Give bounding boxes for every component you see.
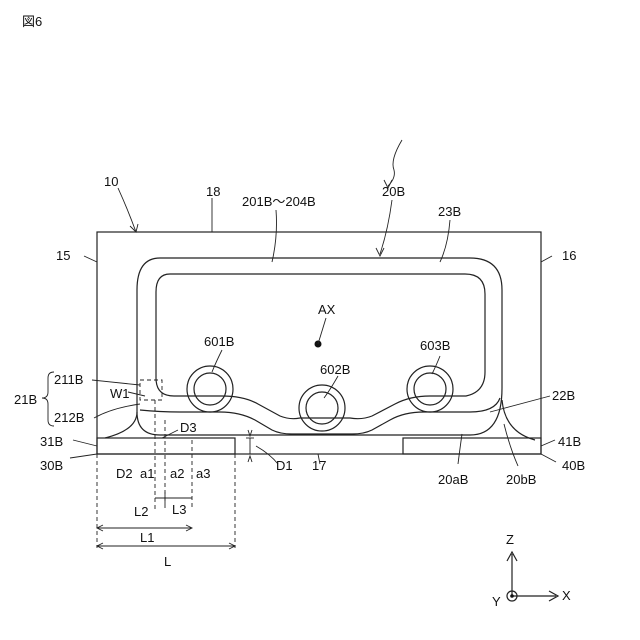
label-a3: a3: [196, 466, 210, 481]
label-602b: 602B: [320, 362, 350, 377]
coordinate-axes: [507, 552, 558, 601]
hole-602b: [299, 385, 345, 431]
label-30b: 30B: [40, 458, 63, 473]
hole-601b: [187, 366, 233, 412]
label-w1: W1: [110, 386, 130, 401]
label-d1: D1: [276, 458, 293, 473]
label-603b: 603B: [420, 338, 450, 353]
label-l3: L3: [172, 502, 186, 517]
label-10: 10: [104, 174, 118, 189]
label-ax: AX: [318, 302, 336, 317]
label-201b-204b: 201B～204B: [242, 194, 316, 209]
label-40b: 40B: [562, 458, 585, 473]
axis-leader: [318, 318, 326, 344]
label-a2: a2: [170, 466, 184, 481]
label-d3: D3: [180, 420, 197, 435]
label-212b: 212B: [54, 410, 84, 425]
label-a1: a1: [140, 466, 154, 481]
label-l: L: [164, 554, 171, 569]
label-31b: 31B: [40, 434, 63, 449]
label-41b: 41B: [558, 434, 581, 449]
right-plate-41b: [403, 438, 541, 454]
figure-label: 図6: [22, 14, 42, 29]
hole-603b: [407, 366, 453, 412]
label-22b: 22B: [552, 388, 575, 403]
label-23b: 23B: [438, 204, 461, 219]
label-601b: 601B: [204, 334, 234, 349]
left-foot: [105, 412, 137, 438]
axis-z-label: Z: [506, 532, 514, 547]
left-plate-31b: [97, 438, 235, 454]
label-21b: 21B: [14, 392, 37, 407]
label-l2: L2: [134, 504, 148, 519]
label-d2: D2: [116, 466, 133, 481]
label-17: 17: [312, 458, 326, 473]
leader-lines: [70, 140, 556, 466]
label-l1: L1: [140, 530, 154, 545]
label-18: 18: [206, 184, 220, 199]
axis-x-label: X: [562, 588, 571, 603]
brace-21b: [42, 372, 54, 426]
label-211b: 211B: [54, 372, 83, 387]
label-20b: 20B: [382, 184, 405, 199]
axis-y-label: Y: [492, 594, 501, 609]
label-20ab: 20aB: [438, 472, 468, 487]
label-15: 15: [56, 248, 70, 263]
label-20bb: 20bB: [506, 472, 536, 487]
label-16: 16: [562, 248, 576, 263]
